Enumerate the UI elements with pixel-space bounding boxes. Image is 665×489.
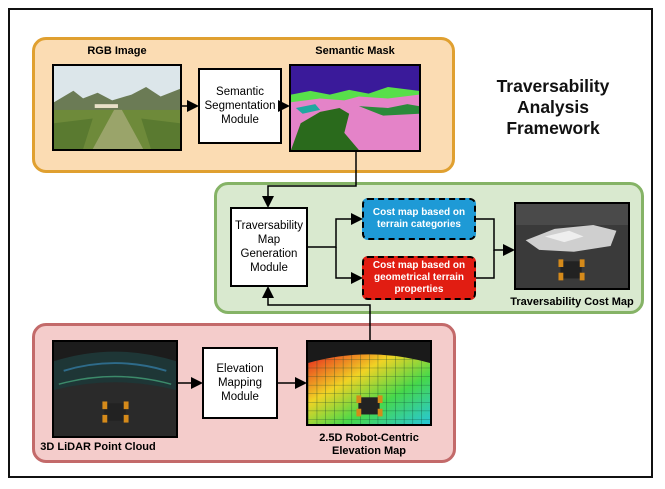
- traversability-cost-map-label: Traversability Cost Map: [510, 296, 634, 308]
- title-line: Traversability: [496, 76, 610, 96]
- cost-text-line: Cost map based on: [372, 207, 466, 218]
- lidar-point-cloud-image: [52, 340, 178, 438]
- lidar-point-cloud-label: 3D LiDAR Point Cloud: [40, 441, 156, 453]
- cost-text-line: Cost map based on: [372, 260, 466, 271]
- module-text-line: Semantic: [216, 86, 264, 98]
- traversability-cost-map-image: [514, 202, 630, 290]
- cost-text-line: geometrical terrain: [373, 272, 465, 283]
- module-text-line: Generation: [240, 248, 298, 260]
- cost-text-line: terrain categories: [377, 219, 461, 230]
- terrain-categories-cost-box: Cost map based on terrain categories: [362, 198, 476, 240]
- elevation-map-label-line: 2.5D Robot-Centric: [319, 432, 419, 444]
- elevation-map-label-line: Elevation Map: [332, 445, 406, 457]
- elevation-map-label: 2.5D Robot-Centric Elevation Map: [296, 432, 442, 458]
- framework-title: Traversability Analysis Framework: [478, 76, 628, 139]
- rgb-image-label: RGB Image: [87, 45, 147, 57]
- title-line: Framework: [506, 118, 600, 138]
- module-text-line: Mapping: [217, 377, 263, 389]
- semantic-mask-label: Semantic Mask: [315, 45, 395, 57]
- cost-text-line: properties: [394, 284, 444, 295]
- semantic-segmentation-module: Semantic Segmentation Module: [198, 68, 282, 144]
- module-text-line: Map: [257, 234, 281, 246]
- module-text-line: Module: [221, 391, 259, 403]
- module-text-line: Elevation: [216, 363, 264, 375]
- traversability-map-generation-module: Traversability Map Generation Module: [230, 207, 308, 287]
- rgb-image: [52, 64, 182, 151]
- module-text-line: Segmentation: [204, 100, 276, 112]
- elevation-mapping-module: Elevation Mapping Module: [202, 347, 278, 419]
- geometrical-properties-cost-box: Cost map based on geometrical terrain pr…: [362, 256, 476, 300]
- module-text-line: Module: [221, 114, 259, 126]
- semantic-mask-image: [289, 64, 421, 152]
- elevation-map-image: [306, 340, 432, 426]
- module-text-line: Traversability: [235, 220, 303, 232]
- title-line: Analysis: [517, 97, 589, 117]
- module-text-line: Module: [250, 262, 288, 274]
